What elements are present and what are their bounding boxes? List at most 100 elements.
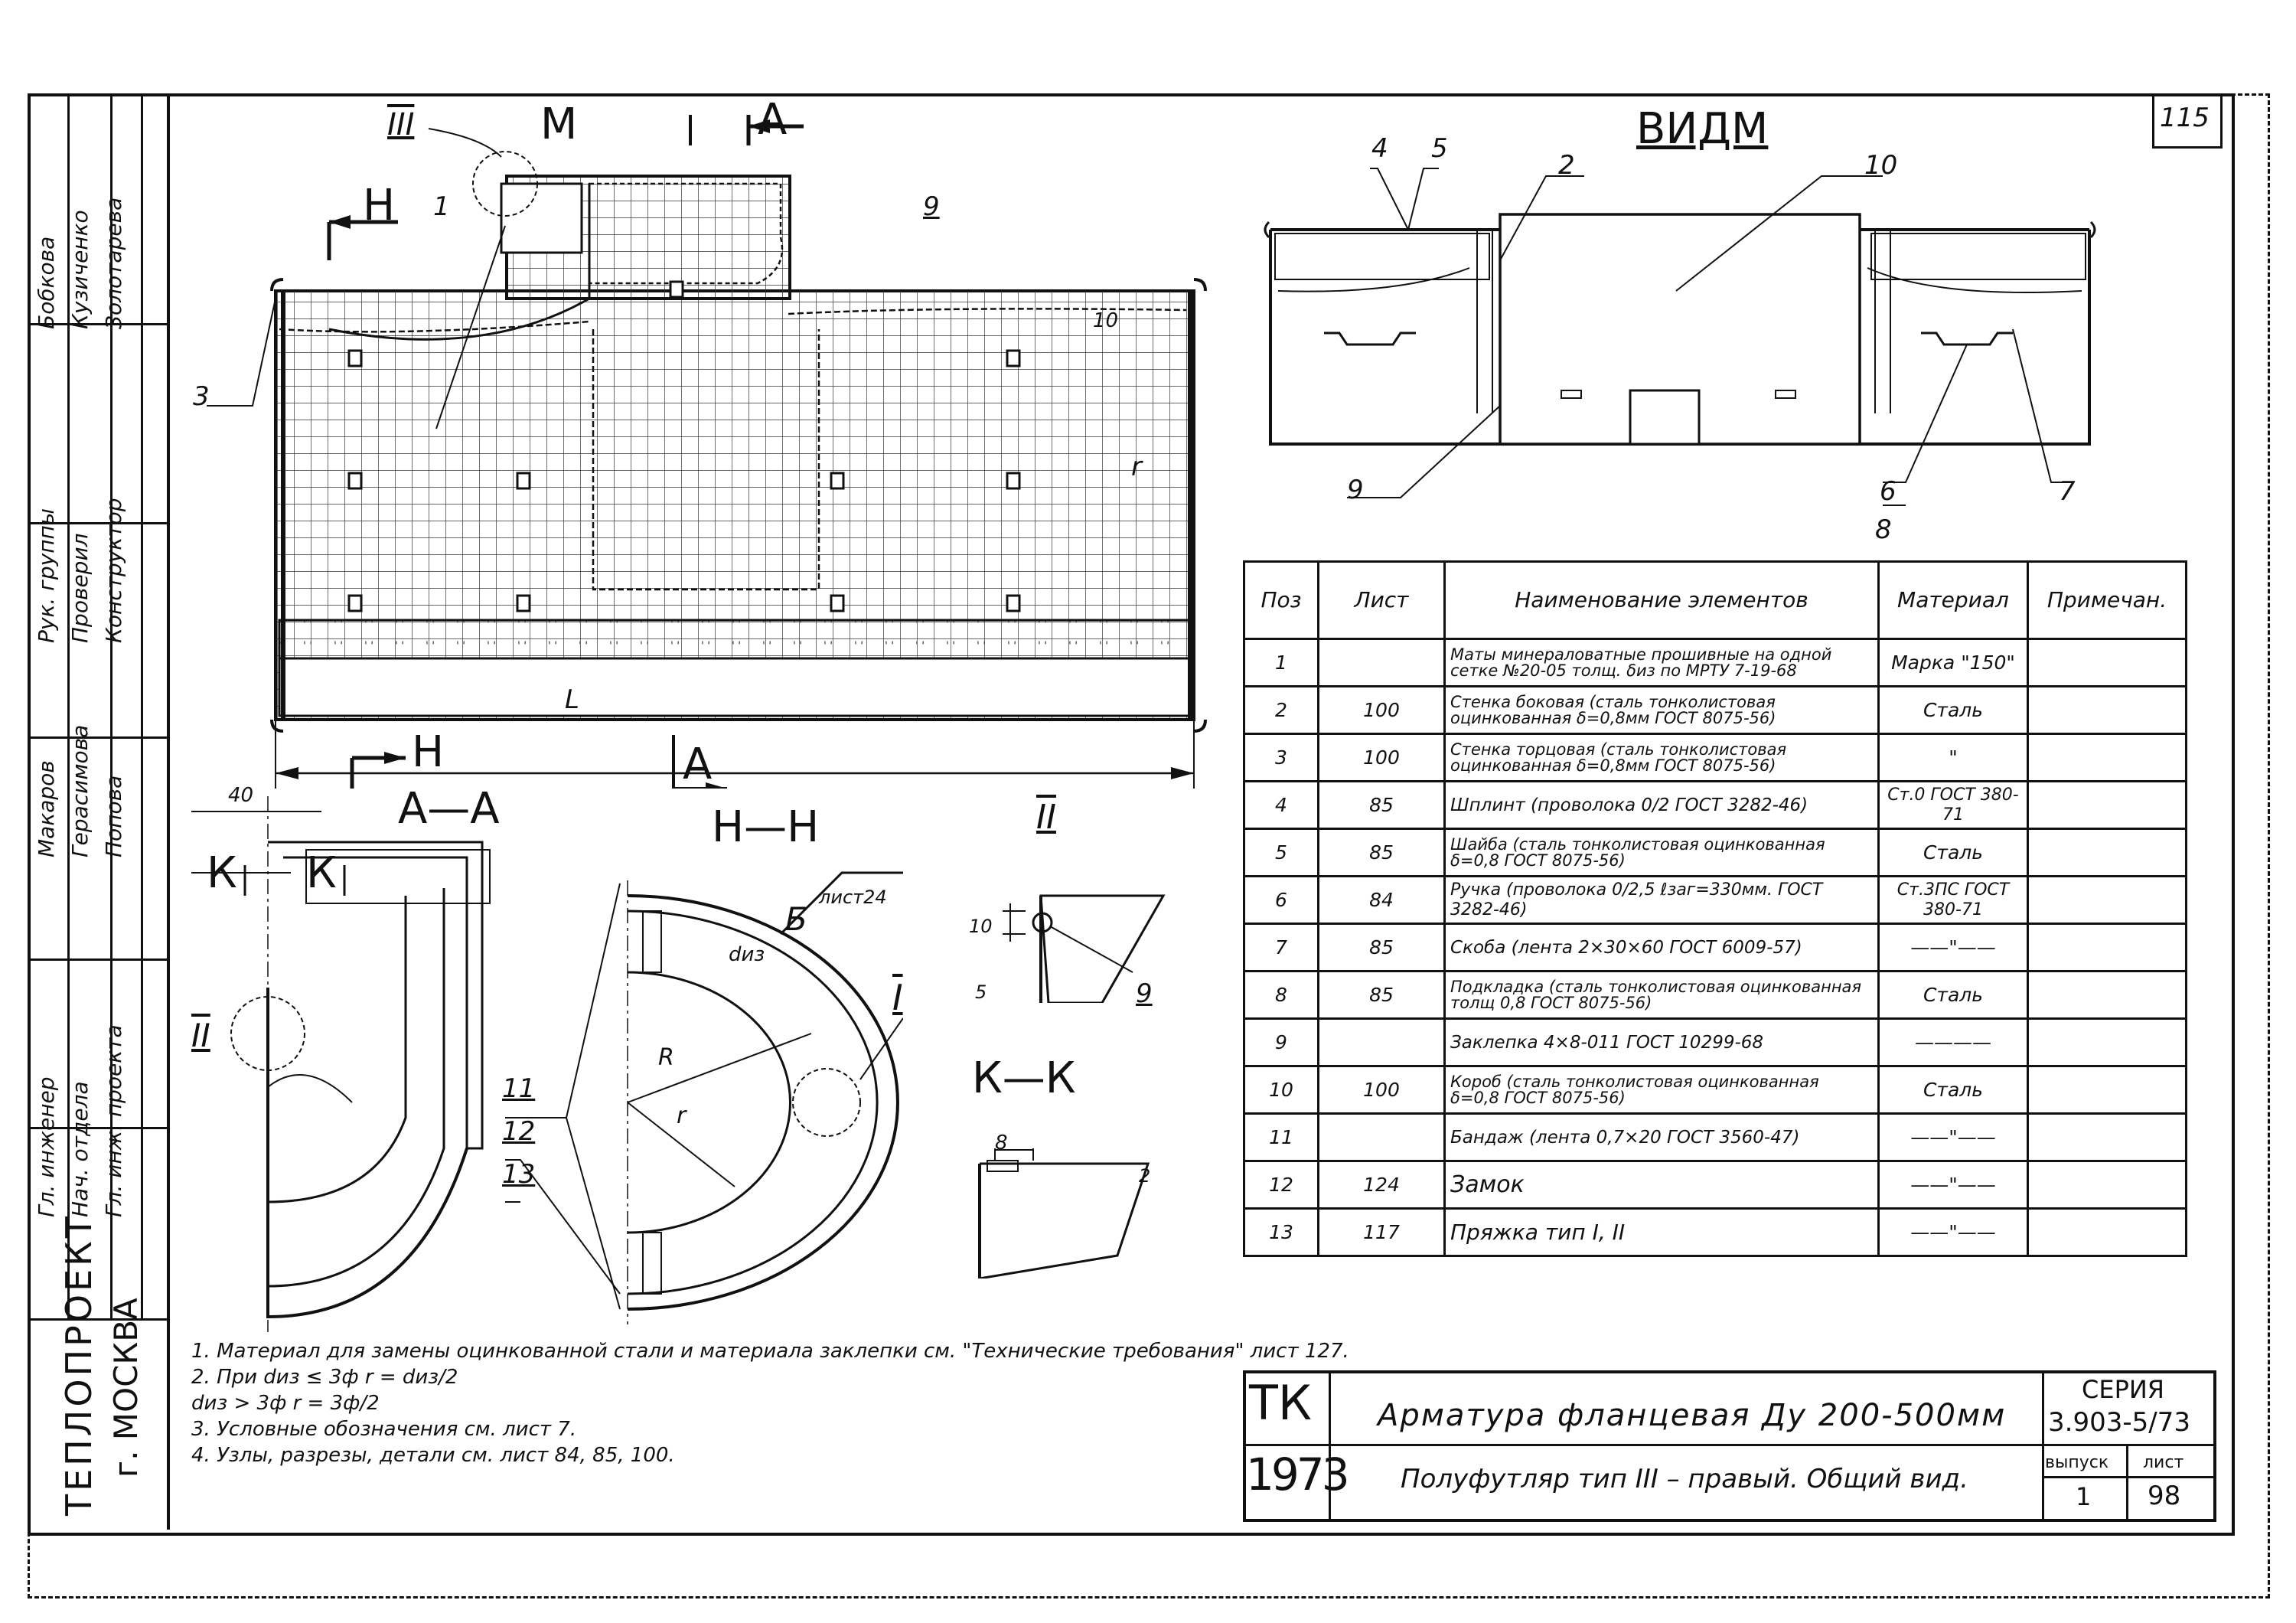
ref-b-sheet-label: лист24 [819, 887, 887, 908]
callout-12: 12 [502, 1116, 536, 1147]
stamp-role-designer: Конструктор [101, 498, 126, 644]
sheet-number-box [2152, 93, 2223, 149]
dim-R-label: R [658, 1044, 674, 1071]
callout-9-ii: 9 [1136, 978, 1153, 1009]
title-line-2: Полуфутляр тип III – правый. Общий вид. [1401, 1464, 1968, 1494]
stamp-name-gerasimova: Герасимова [67, 724, 93, 857]
note-1: 1. Материал для замены оцинкованной стал… [191, 1340, 1349, 1363]
main-view-drawing: ' ' [207, 115, 1207, 789]
callout-6: 6 [1880, 476, 1896, 507]
stamp-role-chief-engineer: Гл. инженер [34, 1076, 59, 1217]
dim-5-label: 5 [975, 981, 987, 1003]
sheet-number: 115 [2160, 103, 2210, 133]
cut-h-top-label: H [363, 181, 396, 230]
section-hh-drawing [505, 871, 903, 1324]
stamp-name-kuzichenko: Кузиченко [67, 210, 93, 329]
callout-9-view: 9 [1347, 475, 1364, 505]
note-2b: dиз > 3ф r = 3ф/2 [191, 1392, 380, 1415]
dim-10-ii-label: 10 [969, 916, 993, 937]
stamp-role-dept-head: Нач. отдела [67, 1081, 93, 1217]
callout-7: 7 [2059, 476, 2076, 507]
spec-table: Поз Лист Наименование элементов Материал… [1243, 560, 2187, 1257]
title-org-code-bottom: 1973 [1246, 1448, 1350, 1501]
section-aa-drawing [191, 796, 491, 1332]
spec-header-material: Материал [1877, 560, 2029, 640]
sheet-label: лист [2143, 1453, 2184, 1472]
section-kk-title: К—К [972, 1053, 1076, 1103]
side-stamp [28, 93, 170, 1530]
callout-10: 10 [1864, 150, 1898, 181]
spec-header-note: Примечан. [2027, 560, 2187, 640]
node-iii-label: III [387, 107, 415, 142]
view-m-drawing [1264, 168, 2096, 506]
spec-header-row: Поз Лист Наименование элементов Материал… [1243, 560, 2187, 640]
dim-10-label: 10 [1093, 309, 1119, 332]
dim-8-label: 8 [995, 1132, 1008, 1154]
stamp-role-project-engineer: Гл. инж. проекта [101, 1024, 126, 1217]
series-value: 3.903-5/73 [2048, 1407, 2190, 1438]
node-ii-label: II [191, 1017, 210, 1054]
title-block [1243, 1370, 2216, 1522]
dim-r-hh-label: r [677, 1102, 687, 1129]
spec-header-name: Наименование элементов [1443, 560, 1880, 640]
issue-value: 1 [2076, 1482, 2092, 1511]
section-kk-drawing [978, 1148, 1150, 1278]
drawing-frame [28, 93, 2235, 1536]
cut-a-top-label: A [758, 95, 788, 145]
stamp-org: ТЕПЛОПРОЕКТ [58, 1213, 99, 1516]
callout-11: 11 [502, 1073, 536, 1104]
cut-h-bottom-label: H [412, 727, 445, 777]
callout-5: 5 [1431, 133, 1448, 164]
stamp-name-makarov: Макаров [34, 760, 59, 857]
callout-2: 2 [1558, 150, 1575, 181]
callout-8: 8 [1875, 514, 1892, 545]
dim-l-label: L [565, 684, 579, 715]
view-m-title: ВИДМ [1636, 104, 1769, 154]
series-label: СЕРИЯ [2082, 1375, 2165, 1404]
notes-block: 1. Материал для замены оцинкованной стал… [191, 1338, 1349, 1468]
spec-header-pos: Поз [1243, 560, 1319, 640]
callout-13: 13 [502, 1159, 536, 1190]
section-aa-title: А—А [398, 784, 500, 834]
dim-diz-label: dиз [729, 943, 765, 966]
callout-3: 3 [193, 381, 210, 412]
cut-a-bottom-label: A [683, 740, 713, 789]
section-ii-title: II [1036, 798, 1056, 837]
callout-9-main: 9 [923, 191, 940, 222]
note-2a: 2. При dиз ≤ 3ф r = dиз/2 [191, 1366, 458, 1389]
title-line-1: Арматура фланцевая Ду 200-500мм [1378, 1398, 2007, 1433]
stamp-role-checked: Проверил [67, 533, 93, 643]
section-ii-drawing [1003, 894, 1166, 1003]
cut-m-label: M [540, 100, 578, 149]
stamp-role-group-head: Рук. группы [34, 508, 59, 643]
detail-i-label: I [892, 977, 903, 1018]
stamp-name-bobkova: Бобкова [34, 236, 59, 329]
section-hh-title: Н—Н [712, 802, 820, 852]
sheet-value: 98 [2148, 1481, 2181, 1511]
spec-header-sheet: Лист [1317, 560, 1446, 640]
issue-label: выпуск [2045, 1453, 2109, 1472]
title-org-code-top: ТК [1249, 1375, 1312, 1431]
note-4: 4. Узлы, разрезы, детали см. лист 84, 85… [191, 1444, 675, 1467]
dim-40-label: 40 [228, 784, 254, 807]
stamp-name-popova: Попова [101, 775, 126, 857]
callout-1: 1 [433, 191, 450, 222]
stamp-city: г. МОСКВА [107, 1298, 145, 1478]
stamp-name-zolotareva: Золотарева [101, 197, 126, 329]
callout-4: 4 [1371, 133, 1388, 164]
note-3: 3. Условные обозначения см. лист 7. [191, 1418, 577, 1441]
dim-r-label: r [1131, 452, 1142, 482]
